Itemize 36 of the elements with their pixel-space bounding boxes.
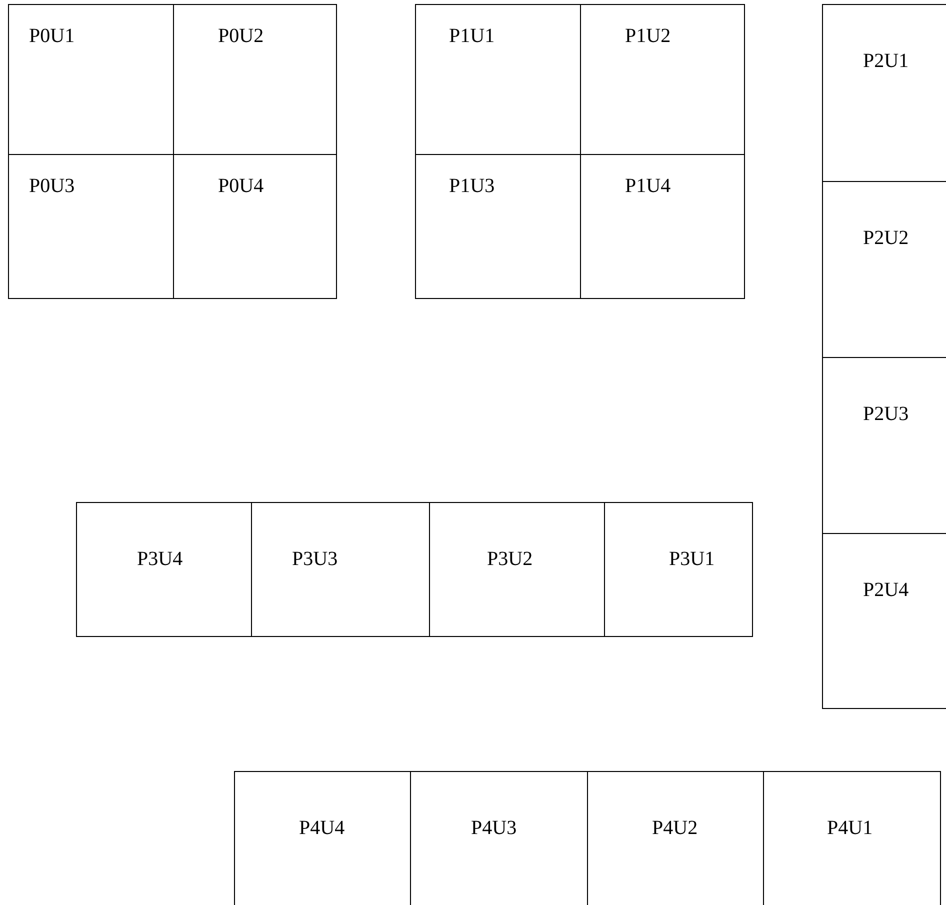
cell-label: P2U2 — [863, 227, 909, 250]
layout-cell — [234, 771, 411, 905]
cell-label: P3U2 — [487, 548, 533, 571]
layout-cell — [251, 502, 430, 637]
layout-cell — [604, 502, 753, 637]
layout-cell — [8, 154, 174, 299]
cell-label: P1U2 — [625, 25, 671, 48]
cell-label: P3U4 — [137, 548, 183, 571]
cell-label: P4U3 — [471, 817, 517, 840]
layout-cell — [580, 4, 745, 155]
layout-cell — [429, 502, 605, 637]
layout-cell — [76, 502, 252, 637]
cell-label: P4U4 — [299, 817, 345, 840]
layout-cell — [822, 533, 946, 709]
cell-label: P1U4 — [625, 175, 671, 198]
cell-label: P2U4 — [863, 579, 909, 602]
layout-cell — [415, 154, 581, 299]
layout-cell — [822, 4, 946, 182]
cell-label: P4U2 — [652, 817, 698, 840]
layout-cell — [173, 4, 337, 155]
cell-label: P2U1 — [863, 50, 909, 73]
layout-cell — [415, 4, 581, 155]
layout-cell — [173, 154, 337, 299]
layout-cell — [763, 771, 941, 905]
cell-label: P3U3 — [292, 548, 338, 571]
cell-label: P0U1 — [29, 25, 75, 48]
cell-label: P1U3 — [449, 175, 495, 198]
cell-label: P2U3 — [863, 403, 909, 426]
cell-label: P1U1 — [449, 25, 495, 48]
cell-label: P0U4 — [218, 175, 264, 198]
cell-label: P0U3 — [29, 175, 75, 198]
cell-label: P4U1 — [827, 817, 873, 840]
cell-label: P3U1 — [669, 548, 715, 571]
cell-label: P0U2 — [218, 25, 264, 48]
layout-cell — [580, 154, 745, 299]
layout-cell — [8, 4, 174, 155]
